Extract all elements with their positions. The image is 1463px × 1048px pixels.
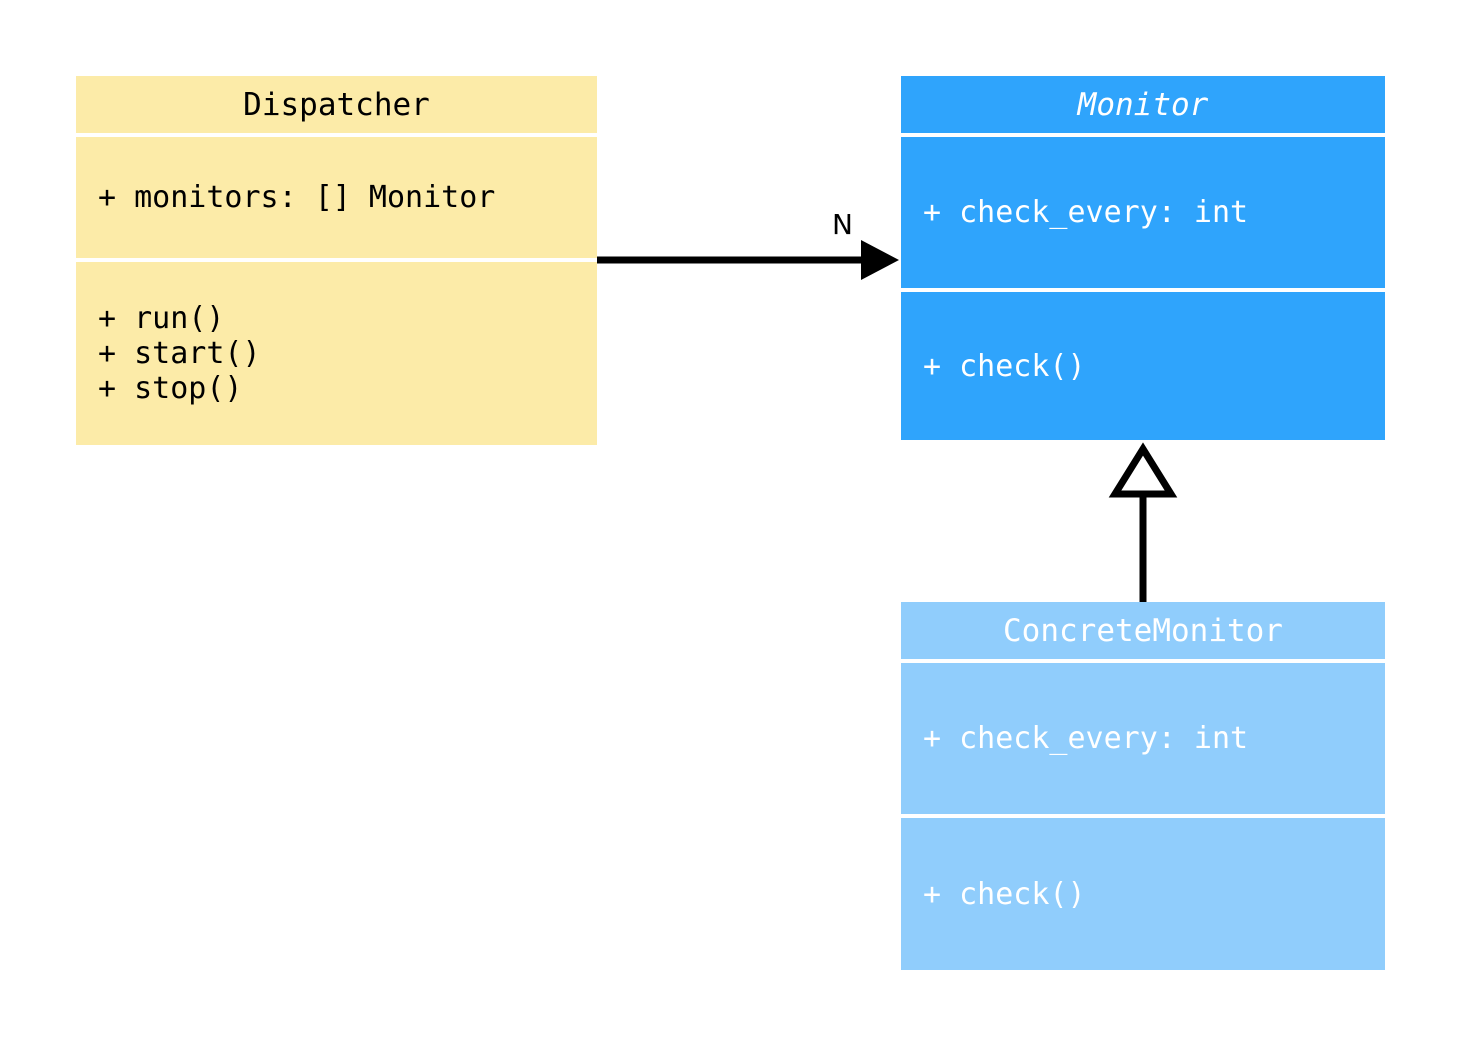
operation-row: + stop()	[98, 371, 243, 406]
attribute-row: + check_every: int	[923, 721, 1249, 756]
class-attributes-dispatcher: + monitors: [] Monitor	[76, 137, 597, 258]
compartment-divider	[901, 659, 1385, 663]
class-operations-monitor: + check()	[901, 292, 1385, 440]
compartment-divider	[901, 288, 1385, 292]
class-name-concrete-monitor: ConcreteMonitor	[1003, 612, 1283, 649]
compartment-divider	[901, 133, 1385, 137]
attribute-row: + check_every: int	[923, 195, 1249, 230]
class-box-dispatcher[interactable]: Dispatcher + monitors: [] Monitor + run(…	[76, 76, 597, 445]
class-box-concrete-monitor[interactable]: ConcreteMonitor + check_every: int + che…	[901, 602, 1385, 970]
class-name-dispatcher: Dispatcher	[243, 86, 430, 123]
attribute-row: + monitors: [] Monitor	[98, 180, 496, 215]
class-header-concrete-monitor: ConcreteMonitor	[901, 602, 1385, 659]
class-header-dispatcher: Dispatcher	[76, 76, 597, 133]
class-box-monitor[interactable]: Monitor + check_every: int + check()	[901, 76, 1385, 440]
hollow-triangle-arrowhead-icon	[1108, 442, 1178, 498]
operation-row: + check()	[923, 876, 1086, 912]
class-operations-dispatcher: + run() + start() + stop()	[76, 262, 597, 445]
class-operations-concrete-monitor: + check()	[901, 818, 1385, 970]
association-multiplicity-label: N	[832, 208, 853, 241]
compartment-divider	[901, 814, 1385, 818]
operation-row: + start()	[98, 336, 261, 371]
compartment-divider	[76, 258, 597, 262]
compartment-divider	[76, 133, 597, 137]
filled-arrowhead-icon	[861, 240, 899, 280]
operation-row: + check()	[923, 348, 1086, 384]
class-header-monitor: Monitor	[901, 76, 1385, 133]
operation-row: + run()	[98, 301, 225, 336]
class-name-monitor: Monitor	[1077, 86, 1209, 123]
class-attributes-monitor: + check_every: int	[901, 137, 1385, 288]
generalization-concrete-monitor	[1108, 442, 1178, 602]
class-attributes-concrete-monitor: + check_every: int	[901, 663, 1385, 814]
association-dispatcher-monitor	[597, 240, 899, 280]
